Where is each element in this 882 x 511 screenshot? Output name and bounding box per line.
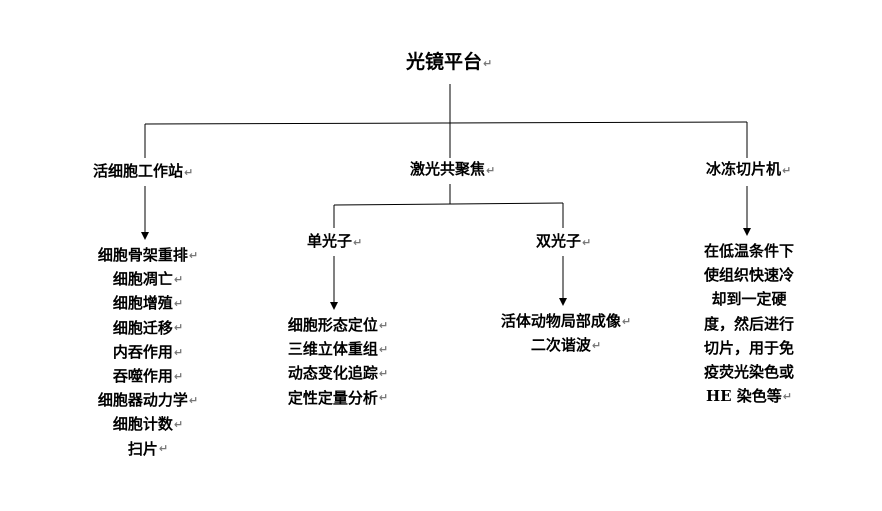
list-item: 细胞器动力学↵ bbox=[97, 391, 199, 410]
list-item: 吞噬作用↵ bbox=[112, 366, 184, 385]
list-item: 使组织快速冷 bbox=[703, 266, 794, 285]
single-photon-label: 单光子 bbox=[307, 232, 353, 250]
live-cell-items: 细胞骨架重排↵ 细胞凋亡↵ 细胞增殖↵ 细胞迁移↵ 内吞作用↵ 吞噬作用↵ 细胞… bbox=[78, 243, 218, 461]
top-branch-bar bbox=[144, 121, 748, 125]
cryostat-label: 冰冻切片机 bbox=[706, 160, 782, 178]
list-item: 细胞迁移↵ bbox=[112, 318, 184, 337]
list-item: 动态变化追踪↵ bbox=[287, 364, 389, 383]
two-photon-node: 双光子↵ bbox=[536, 234, 591, 249]
live-cell-node: 活细胞工作站↵ bbox=[93, 164, 193, 179]
list-item: 细胞形态定位↵ bbox=[287, 316, 389, 334]
confocal-label: 激光共聚焦 bbox=[410, 160, 486, 178]
list-item: 疫荧光染色或 bbox=[703, 362, 794, 381]
list-item: HE 染色等↵ bbox=[705, 387, 793, 406]
cryostat-description: 在低温条件下 使组织快速冷 却到一定硬 度，然后进行 切片，用于免 疫荧光染色或… bbox=[684, 239, 814, 408]
list-item: 活体动物局部成像↵ bbox=[500, 312, 632, 330]
list-item: 定性定量分析↵ bbox=[287, 388, 389, 407]
root-node: 光镜平台↵ bbox=[406, 53, 492, 72]
paragraph-mark-icon: ↵ bbox=[483, 56, 493, 70]
list-item: 细胞骨架重排↵ bbox=[97, 246, 199, 264]
root-label: 光镜平台 bbox=[406, 51, 483, 73]
cryostat-node: 冰冻切片机↵ bbox=[706, 162, 791, 177]
confocal-node: 激光共聚焦↵ bbox=[410, 162, 495, 177]
list-item: 三维立体重组↵ bbox=[287, 340, 389, 359]
list-item: 度，然后进行 bbox=[703, 314, 794, 333]
list-item: 切片，用于免 bbox=[703, 338, 794, 357]
list-item: 扫片↵ bbox=[127, 439, 169, 458]
paragraph-mark-icon: ↵ bbox=[353, 235, 363, 249]
single-photon-node: 单光子↵ bbox=[307, 234, 362, 249]
paragraph-mark-icon: ↵ bbox=[184, 165, 194, 179]
confocal-sub-bar bbox=[333, 202, 564, 206]
two-photon-items: 活体动物局部成像↵ 二次谐波↵ bbox=[486, 309, 646, 357]
list-item: 二次谐波↵ bbox=[530, 336, 602, 355]
list-item: 细胞凋亡↵ bbox=[112, 270, 184, 289]
list-item: 内吞作用↵ bbox=[112, 342, 184, 361]
list-item: 细胞增殖↵ bbox=[112, 294, 184, 313]
single-photon-items: 细胞形态定位↵ 三维立体重组↵ 动态变化追踪↵ 定性定量分析↵ bbox=[270, 313, 406, 410]
paragraph-mark-icon: ↵ bbox=[486, 163, 496, 177]
list-item: 细胞计数↵ bbox=[112, 415, 184, 434]
paragraph-mark-icon: ↵ bbox=[582, 235, 592, 249]
live-cell-label: 活细胞工作站 bbox=[93, 162, 184, 180]
list-item: 却到一定硬 bbox=[711, 290, 787, 309]
list-item: 在低温条件下 bbox=[703, 242, 794, 260]
paragraph-mark-icon: ↵ bbox=[782, 163, 792, 177]
two-photon-label: 双光子 bbox=[536, 232, 582, 250]
